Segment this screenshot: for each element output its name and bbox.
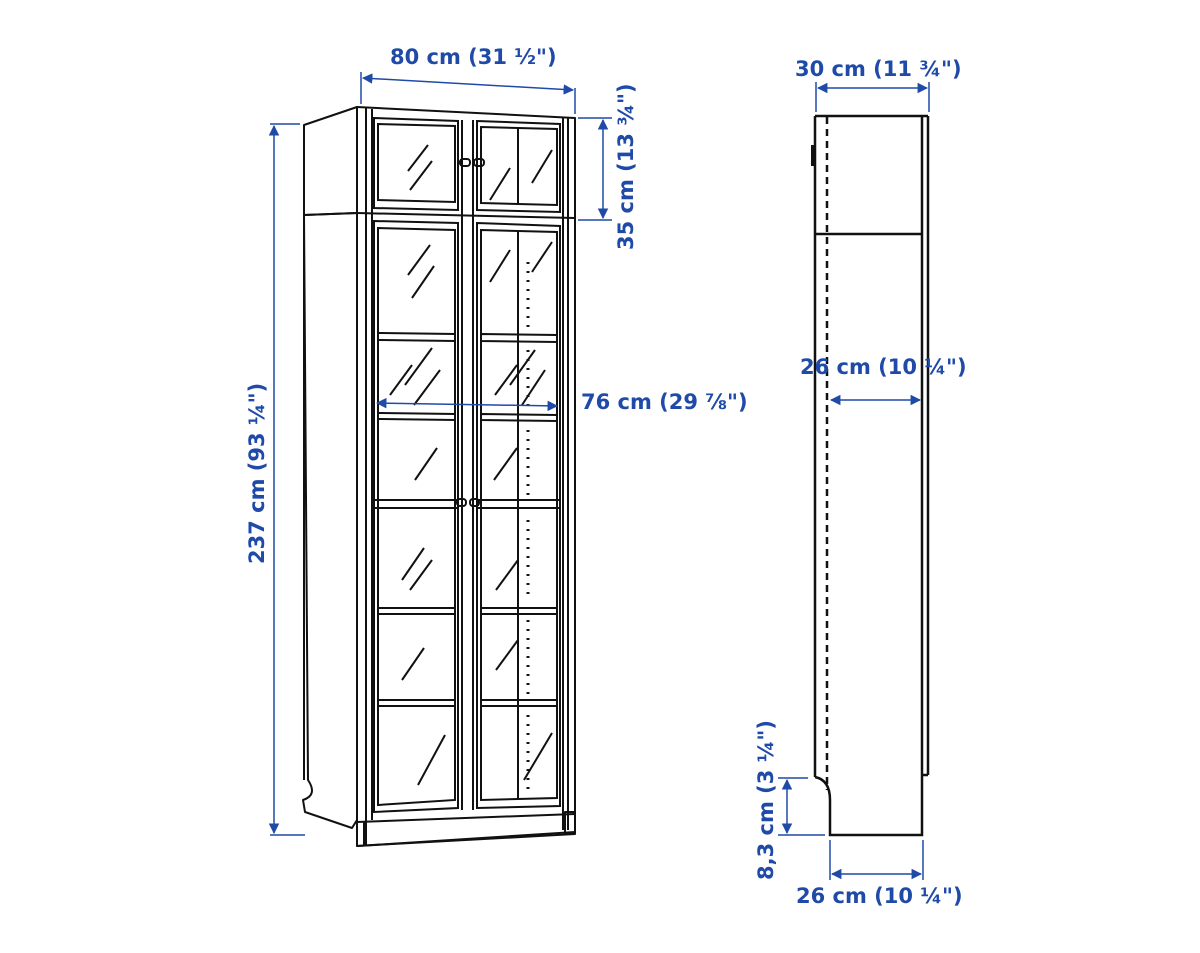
label-total-width: 80 cm (31 ½") bbox=[390, 45, 557, 69]
label-inner-width: 76 cm (29 ⅞") bbox=[581, 390, 748, 414]
top-unit-doors bbox=[373, 116, 561, 214]
label-total-depth: 30 cm (11 ¾") bbox=[795, 57, 962, 81]
label-top-unit-height: 35 cm (13 ¾") bbox=[614, 83, 638, 250]
side-dimension-lines bbox=[778, 82, 930, 880]
label-plinth-height: 8,3 cm (3 ¼") bbox=[754, 720, 778, 880]
glass-reflections bbox=[389, 241, 553, 786]
label-inner-depth: 26 cm (10 ¼") bbox=[800, 355, 967, 379]
shelves bbox=[377, 331, 558, 707]
lower-doors bbox=[373, 120, 561, 814]
side-view-cabinet bbox=[811, 114, 930, 837]
front-dimension-lines bbox=[268, 72, 612, 836]
label-base-depth: 26 cm (10 ¼") bbox=[796, 884, 963, 908]
label-total-height: 237 cm (93 ¼") bbox=[245, 383, 269, 564]
front-view-cabinet bbox=[302, 106, 576, 847]
